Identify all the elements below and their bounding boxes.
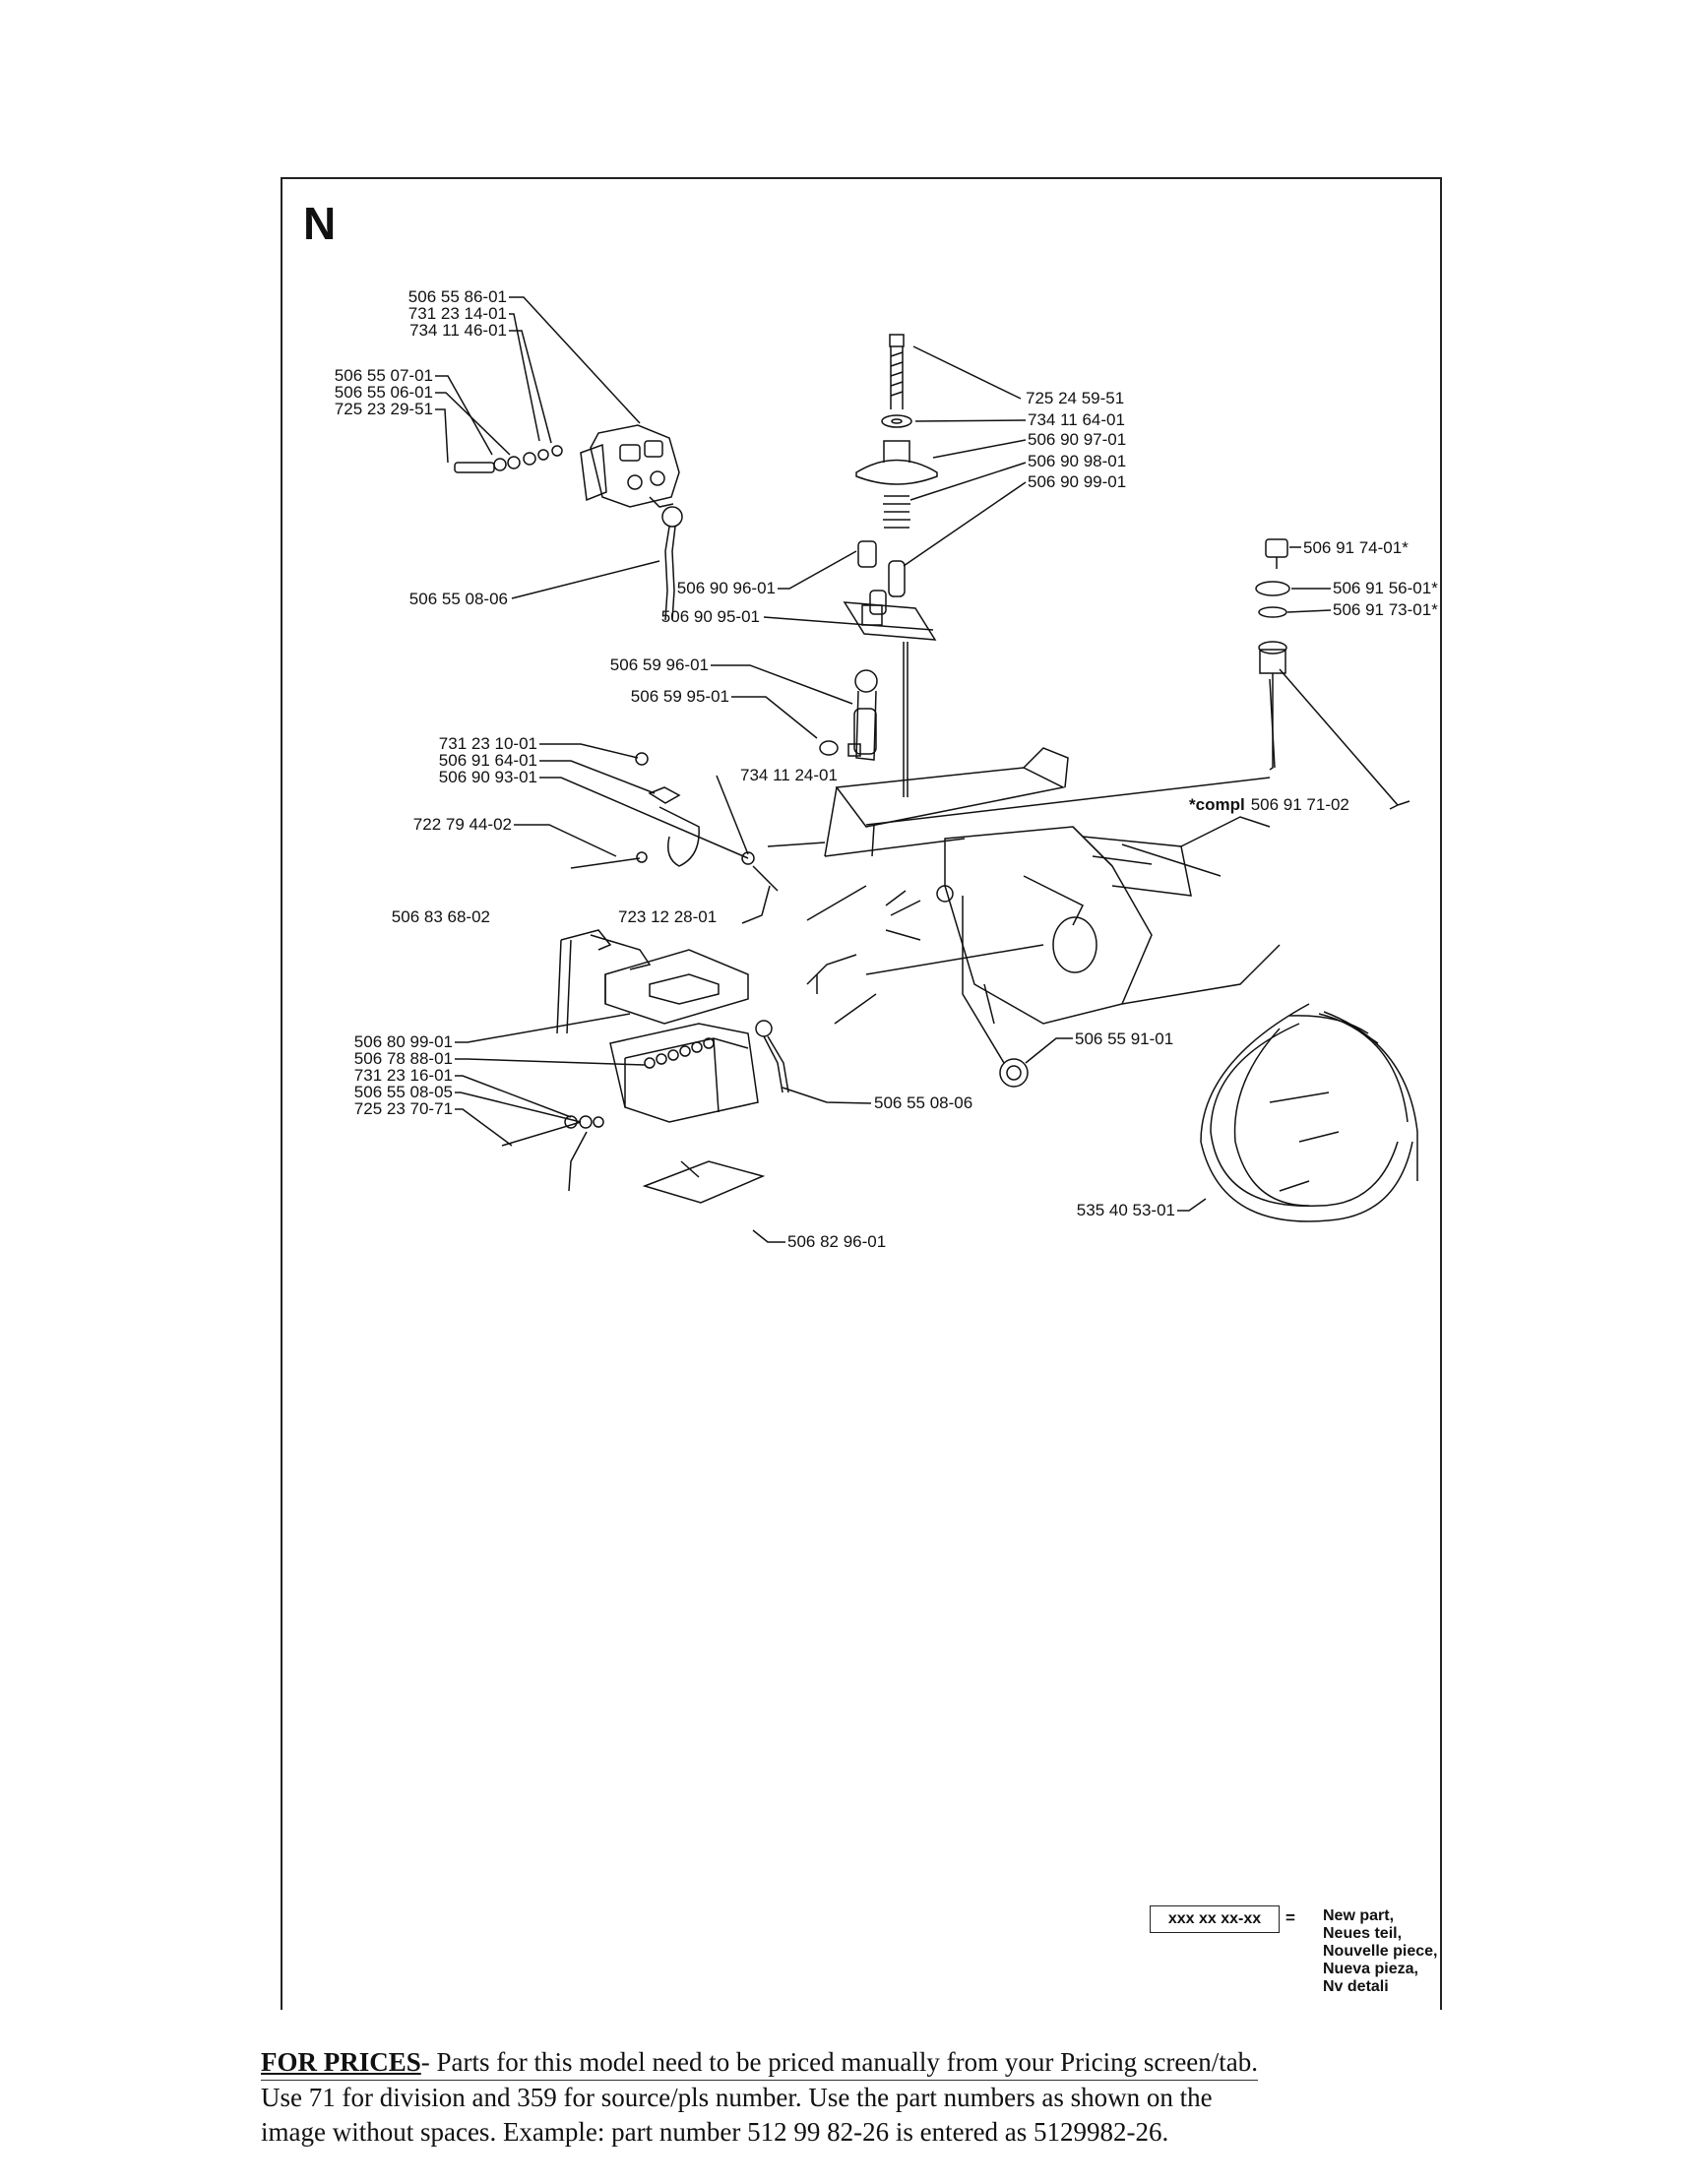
battery-drawing — [501, 929, 789, 1204]
part-label: 506 90 96-01 — [677, 579, 776, 597]
part-label: 731 23 10-01 — [439, 734, 537, 753]
part-label: 506 55 08-06 — [409, 590, 508, 608]
part-label: 506 80 99-01 — [354, 1032, 453, 1051]
legend-line: Nv detali — [1323, 1978, 1389, 1995]
legend-equals: = — [1285, 1908, 1295, 1927]
shift-shaft-drawing — [843, 334, 938, 797]
new-part-legend-list: New part, Neues teil, Nouvelle piece, Nu… — [1323, 1907, 1438, 1996]
part-label: 506 90 95-01 — [661, 607, 760, 626]
legend-line: New part, — [1323, 1907, 1395, 1924]
part-label: 731 23 16-01 — [354, 1066, 453, 1085]
part-label: 506 91 64-01 — [439, 751, 537, 770]
pricing-note-line-2: Use 71 for division and 359 for source/p… — [261, 2083, 1213, 2112]
pricing-note: FOR PRICES- Parts for this model need to… — [261, 2045, 1659, 2150]
part-label: 725 23 29-51 — [335, 400, 433, 418]
part-label: 731 23 14-01 — [408, 304, 507, 323]
part-label: 506 91 73-01* — [1333, 600, 1438, 619]
part-label: 734 11 24-01 — [740, 766, 838, 784]
pricing-note-line-3: image without spaces. Example: part numb… — [261, 2117, 1169, 2147]
part-label: 506 55 06-01 — [335, 383, 433, 402]
part-label: 723 12 28-01 — [618, 907, 717, 926]
part-label: 506 59 95-01 — [631, 687, 729, 706]
compl-prefix: *compl — [1189, 795, 1245, 814]
new-part-legend-box: xxx xx xx-xx — [1150, 1905, 1280, 1933]
part-label-compl: *compl 506 91 71-02 — [1189, 795, 1349, 814]
part-label: 506 90 99-01 — [1028, 472, 1126, 491]
part-label: 506 55 86-01 — [408, 287, 507, 306]
legend-line: Nouvelle piece, — [1323, 1943, 1438, 1960]
part-label: 725 23 70-71 — [354, 1099, 453, 1118]
compl-number: 506 91 71-02 — [1251, 795, 1349, 814]
wiring-harness-drawing — [1200, 1003, 1418, 1222]
part-label: 506 90 97-01 — [1028, 430, 1126, 449]
ignition-switch-drawing — [1255, 538, 1290, 771]
section-letter: N — [303, 198, 337, 249]
part-label: 506 90 93-01 — [439, 768, 537, 786]
part-label: 725 24 59-51 — [1026, 389, 1124, 407]
chassis-drawing — [767, 747, 1281, 1025]
part-label: 506 82 96-01 — [787, 1232, 886, 1251]
part-label: 506 55 08-05 — [354, 1083, 453, 1101]
part-label: 506 59 96-01 — [610, 655, 709, 674]
part-label: 506 55 91-01 — [1075, 1030, 1173, 1048]
part-label: 506 91 74-01* — [1303, 538, 1409, 557]
legend-line: Neues teil, — [1323, 1925, 1403, 1942]
part-label: 722 79 44-02 — [413, 815, 512, 834]
pricing-note-line-1-text: - Parts for this model need to be priced… — [420, 2047, 1259, 2077]
part-label: 535 40 53-01 — [1077, 1201, 1175, 1219]
solenoid-drawing — [454, 424, 683, 621]
part-label: 506 55 08-06 — [874, 1093, 972, 1112]
part-label: 506 78 88-01 — [354, 1049, 453, 1068]
part-label: 506 83 68-02 — [392, 907, 490, 926]
part-label: 506 91 56-01* — [1333, 579, 1438, 597]
part-label: 506 55 07-01 — [335, 366, 433, 385]
shift-lever-drawing — [819, 669, 878, 761]
for-prices-heading: FOR PRICES — [261, 2047, 421, 2077]
legend-line: Nueva pieza, — [1323, 1961, 1418, 1977]
part-label: 734 11 64-01 — [1028, 410, 1125, 429]
pricing-note-line-1: FOR PRICES- Parts for this model need to… — [261, 2045, 1659, 2081]
part-label: 734 11 46-01 — [409, 321, 507, 340]
part-label: 506 90 98-01 — [1028, 452, 1126, 470]
diagram-frame — [281, 177, 1442, 2010]
